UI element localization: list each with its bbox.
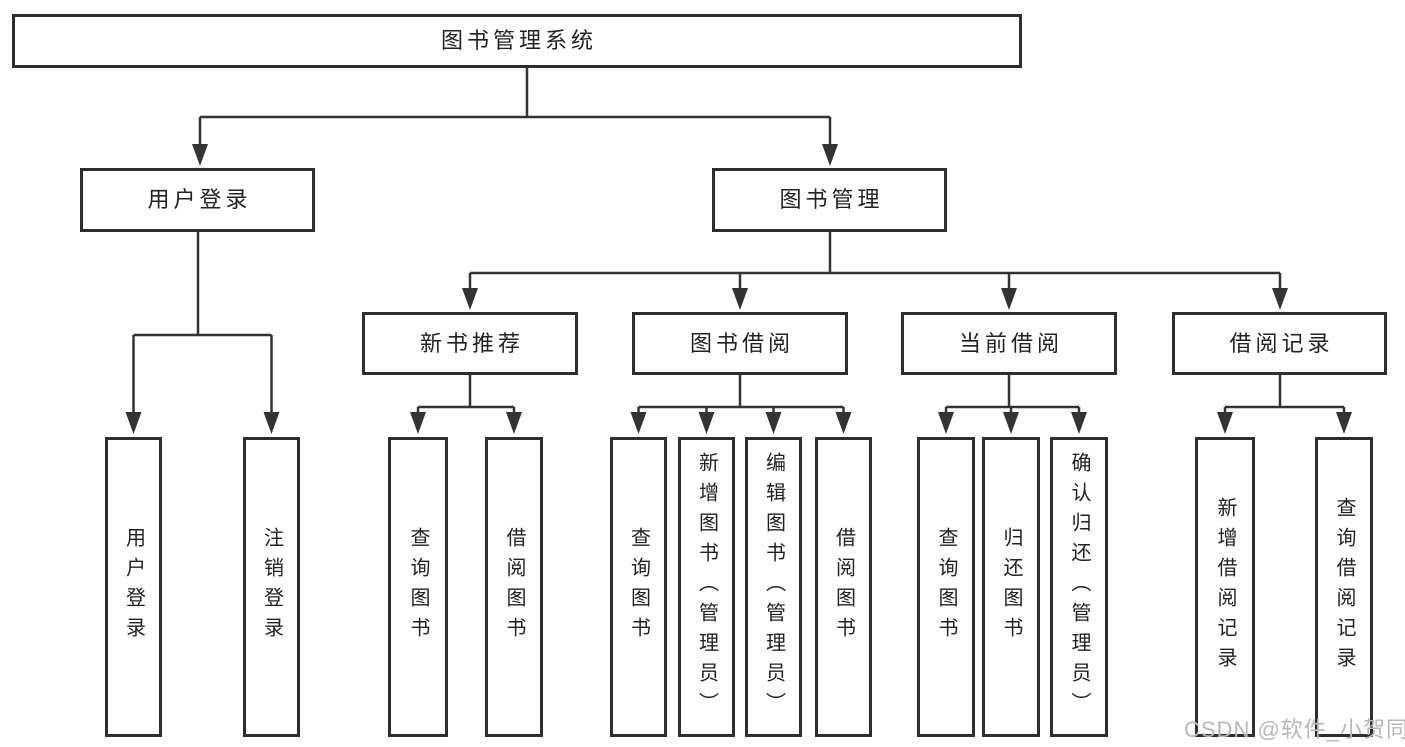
leaf-query-books-borrow: 查询图书 xyxy=(610,437,667,737)
node-label: 查询借阅记录 xyxy=(1333,497,1355,677)
leaf-edit-book-admin: 编辑图书（管理员） xyxy=(745,437,802,737)
node-label: 归还图书 xyxy=(1000,527,1022,647)
leaf-add-borrow-record: 新增借阅记录 xyxy=(1195,437,1255,737)
node-label: 查询图书 xyxy=(627,527,650,647)
node-label: 图书借阅 xyxy=(689,330,794,356)
leaf-return-books: 归还图书 xyxy=(982,437,1040,737)
leaf-query-books-recommend: 查询图书 xyxy=(388,437,448,737)
leaf-borrow-books: 借阅图书 xyxy=(815,437,872,737)
node-book-borrow: 图书借阅 xyxy=(632,312,848,375)
node-user-login: 用户登录 xyxy=(80,168,315,232)
node-borrow-records: 借阅记录 xyxy=(1172,312,1387,375)
leaf-borrow-books-recommend: 借阅图书 xyxy=(485,437,543,737)
node-label: 图书管理系统 xyxy=(440,28,597,53)
node-book-management: 图书管理 xyxy=(712,168,947,232)
node-label: 注销登录 xyxy=(260,527,283,647)
node-label: 确认归还（管理员） xyxy=(1068,452,1090,722)
node-label: 图书管理 xyxy=(779,187,884,212)
leaf-user-login: 用户登录 xyxy=(105,437,162,737)
leaf-add-book-admin: 新增图书（管理员） xyxy=(678,437,735,737)
node-label: 借阅图书 xyxy=(832,527,855,647)
leaf-logout: 注销登录 xyxy=(243,437,300,737)
node-label: 查询图书 xyxy=(407,527,429,647)
node-label: 借阅记录 xyxy=(1229,330,1334,356)
leaf-query-borrow-record: 查询借阅记录 xyxy=(1315,437,1373,737)
tree-branch-lines xyxy=(133,68,1344,409)
node-label: 新书推荐 xyxy=(419,330,524,356)
node-label: 借阅图书 xyxy=(503,527,525,647)
leaf-confirm-return-admin: 确认归还（管理员） xyxy=(1050,437,1108,737)
node-label: 用户登录 xyxy=(147,187,252,212)
node-current-borrow: 当前借阅 xyxy=(901,312,1117,375)
node-library-system: 图书管理系统 xyxy=(12,14,1022,68)
node-label: 编辑图书（管理员） xyxy=(762,452,785,722)
node-label: 当前借阅 xyxy=(958,330,1063,356)
node-new-book-recommend: 新书推荐 xyxy=(362,312,578,375)
leaf-query-books-current: 查询图书 xyxy=(917,437,975,737)
node-label: 新增借阅记录 xyxy=(1214,497,1236,677)
node-label: 查询图书 xyxy=(935,527,957,647)
node-label: 新增图书（管理员） xyxy=(695,452,718,722)
node-label: 用户登录 xyxy=(122,527,145,647)
watermark: CSDN @软件_小贺同学 xyxy=(1184,717,1405,742)
